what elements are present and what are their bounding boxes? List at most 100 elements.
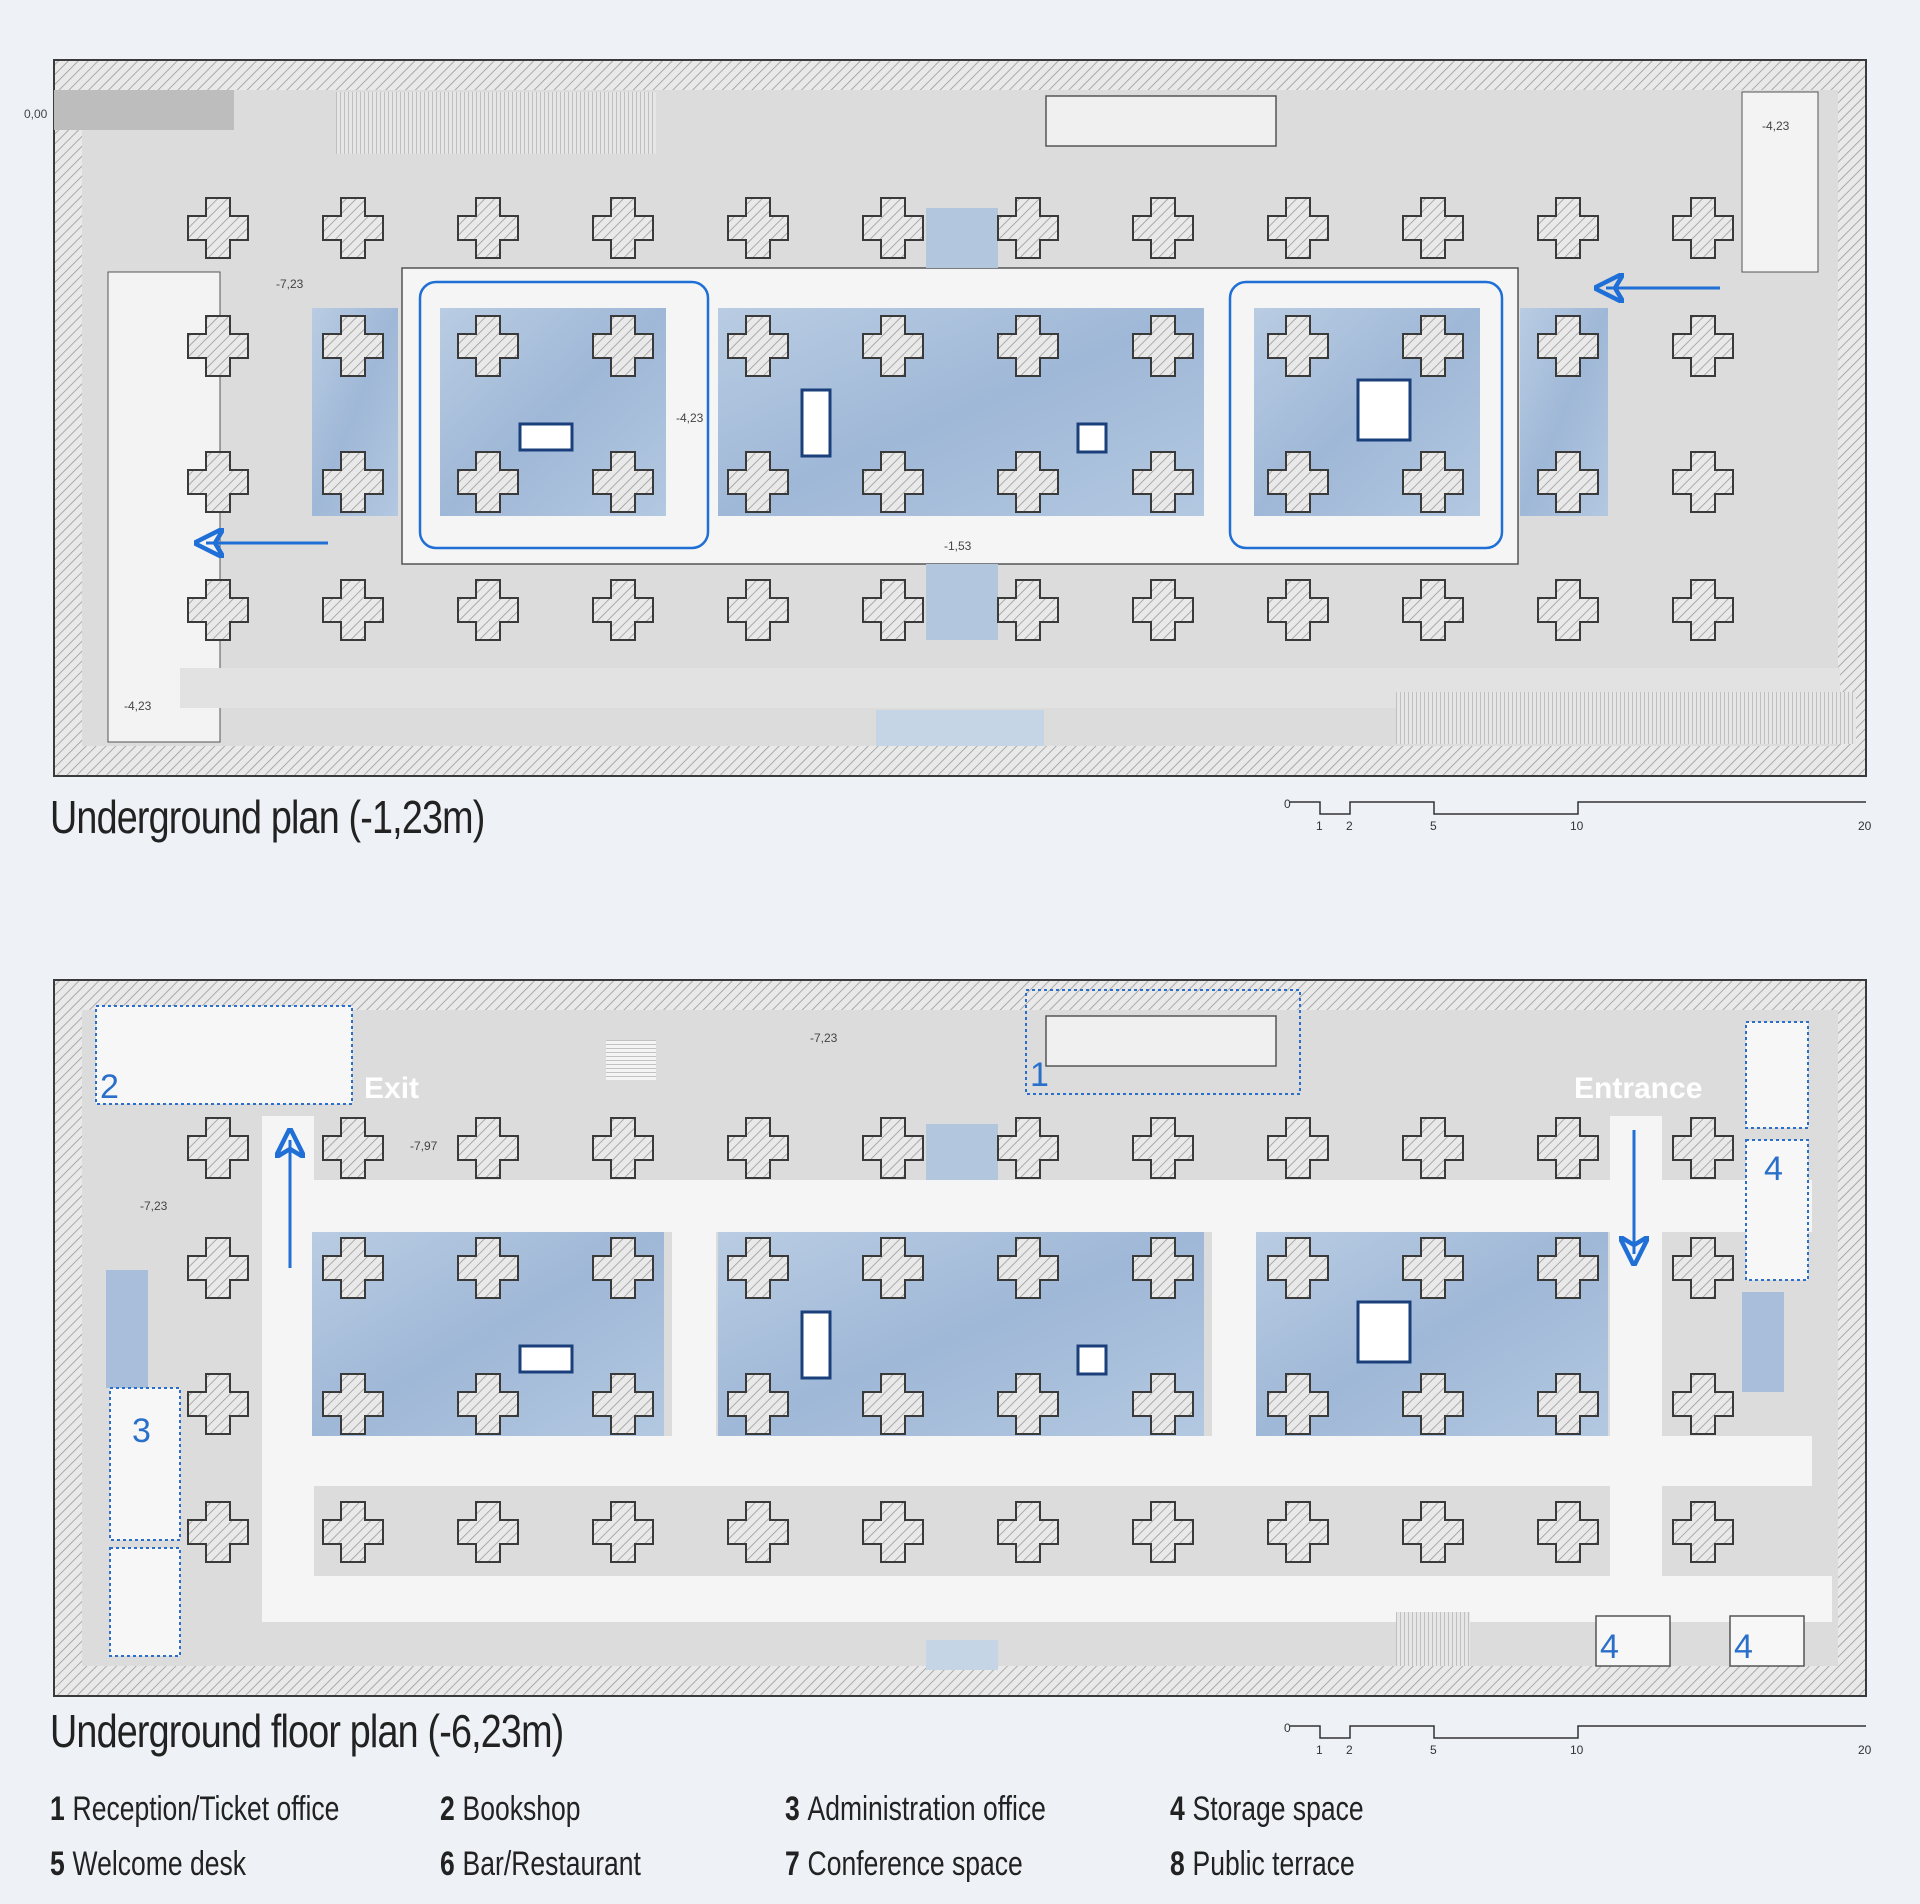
water-pool xyxy=(718,1232,1204,1436)
pier xyxy=(862,579,924,641)
room-storage xyxy=(1745,1021,1809,1129)
legend-label: Administration office xyxy=(807,1790,1046,1828)
legend-label: Welcome desk xyxy=(72,1845,246,1883)
room-tag: 2 xyxy=(100,1068,119,1106)
pier xyxy=(592,1373,654,1435)
scale-tick: 10 xyxy=(1570,1743,1584,1757)
room-bookshop xyxy=(95,1005,353,1105)
pier xyxy=(592,579,654,641)
water-strip xyxy=(106,1270,148,1388)
pier xyxy=(457,197,519,259)
pier xyxy=(1402,579,1464,641)
pier xyxy=(862,451,924,513)
pier xyxy=(727,579,789,641)
pier xyxy=(1267,197,1329,259)
level-marker: -7,23 xyxy=(140,1199,168,1213)
legend-number: 6 xyxy=(440,1845,455,1883)
pier xyxy=(997,1501,1059,1563)
pier xyxy=(862,315,924,377)
scale-tick: 20 xyxy=(1858,819,1872,833)
pier xyxy=(1132,451,1194,513)
pier xyxy=(1132,1501,1194,1563)
pier xyxy=(862,1373,924,1435)
pier xyxy=(592,451,654,513)
pier xyxy=(1267,1373,1329,1435)
legend-number: 8 xyxy=(1170,1845,1185,1883)
pier xyxy=(322,451,384,513)
pier xyxy=(322,1237,384,1299)
pier xyxy=(1537,451,1599,513)
pier xyxy=(1132,197,1194,259)
pier xyxy=(187,579,249,641)
pier xyxy=(1672,579,1734,641)
pier xyxy=(592,1501,654,1563)
water-strip xyxy=(926,564,998,640)
pier xyxy=(997,579,1059,641)
pier xyxy=(1537,1117,1599,1179)
scale-tick: 2 xyxy=(1346,819,1353,833)
room-storage xyxy=(1729,1615,1805,1667)
entrance-label: Entrance xyxy=(1574,1072,1702,1105)
pier xyxy=(1402,1373,1464,1435)
pier xyxy=(997,1237,1059,1299)
pier xyxy=(1402,315,1464,377)
circulation-loop xyxy=(1228,280,1504,550)
pier xyxy=(1537,315,1599,377)
pier xyxy=(187,1501,249,1563)
pier xyxy=(1537,1237,1599,1299)
room-reception xyxy=(1025,989,1301,1095)
pier xyxy=(457,1117,519,1179)
pier xyxy=(187,451,249,513)
pier xyxy=(862,1237,924,1299)
scale-tick: 20 xyxy=(1858,1743,1872,1757)
pier xyxy=(322,315,384,377)
walkway xyxy=(262,1576,1832,1622)
pier xyxy=(1132,315,1194,377)
room-administration xyxy=(109,1387,181,1541)
legend-number: 4 xyxy=(1170,1790,1185,1828)
scale-tick: 5 xyxy=(1430,819,1437,833)
pier xyxy=(592,197,654,259)
pier xyxy=(322,197,384,259)
pier xyxy=(727,315,789,377)
scale-tick: 1 xyxy=(1316,1743,1323,1757)
pier xyxy=(592,1117,654,1179)
pier xyxy=(727,1501,789,1563)
level-marker: -4,23 xyxy=(676,411,704,425)
level-marker: -1,53 xyxy=(944,539,972,553)
pier xyxy=(457,1237,519,1299)
pier xyxy=(727,451,789,513)
water-strip xyxy=(926,1124,998,1180)
pier xyxy=(1132,579,1194,641)
room-tag: 4 xyxy=(1734,1628,1753,1666)
room-storage xyxy=(1595,1615,1671,1667)
scale-tick: 2 xyxy=(1346,1743,1353,1757)
pier xyxy=(727,197,789,259)
circulation-loop xyxy=(418,280,710,550)
pier xyxy=(862,1117,924,1179)
entry-stairs xyxy=(336,92,656,154)
pier xyxy=(457,1501,519,1563)
scale-tick: 0 xyxy=(1284,797,1291,811)
pier xyxy=(592,1237,654,1299)
legend-number: 7 xyxy=(785,1845,800,1883)
pier xyxy=(457,1373,519,1435)
water-pool xyxy=(718,308,1204,516)
pier xyxy=(187,315,249,377)
walkway xyxy=(262,1436,1812,1486)
skylight xyxy=(1076,422,1108,454)
plan-lower-level xyxy=(53,979,1867,1697)
pier xyxy=(592,315,654,377)
stairs xyxy=(606,1040,656,1080)
pier xyxy=(1132,1237,1194,1299)
pier xyxy=(187,197,249,259)
level-marker: -4,23 xyxy=(124,699,152,713)
legend-number: 2 xyxy=(440,1790,455,1828)
